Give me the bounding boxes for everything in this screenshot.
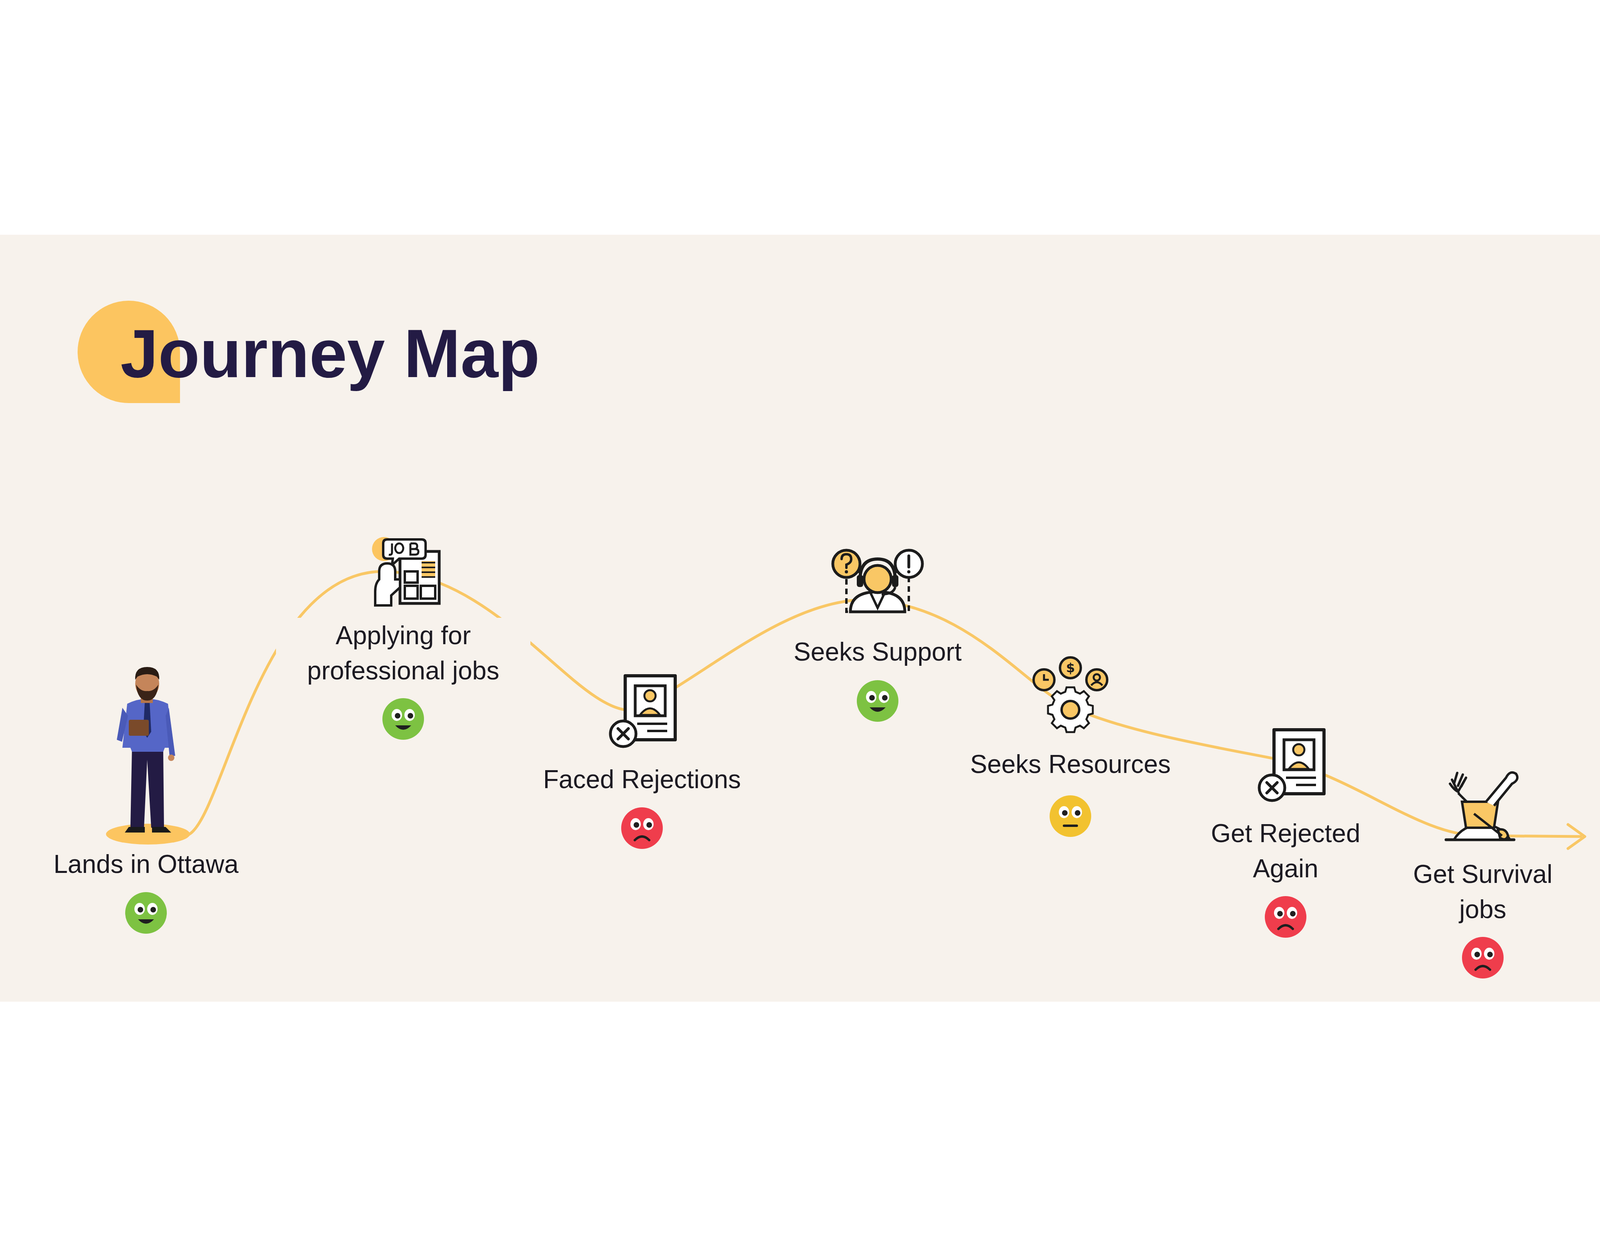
svg-text:$: $ [1066,660,1075,676]
stage-label: Lands in Ottawa [50,846,242,882]
stage-label: Faced Rejections [540,762,744,798]
stage-label: Applying for professional jobs [276,618,531,689]
stage-label: Get Survival jobs [1393,856,1572,928]
stage-label: Get Rejected Again [1188,816,1383,887]
diagram-title: Journey Map [120,318,540,390]
stage-label: Seeks Resources [966,746,1174,782]
stage-label: Seeks Support [790,634,965,670]
